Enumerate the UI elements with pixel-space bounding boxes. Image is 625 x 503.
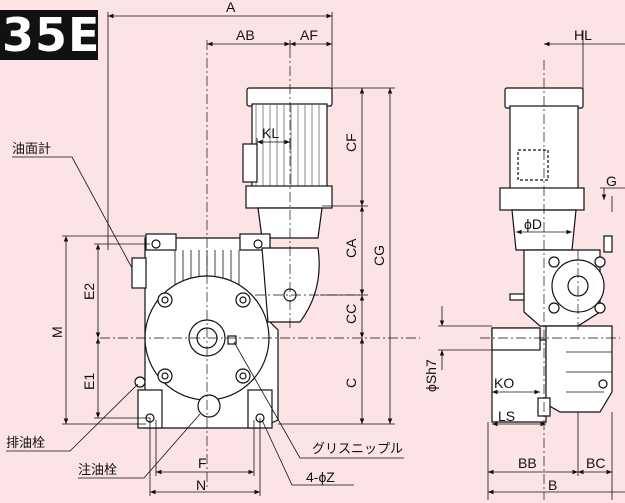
side-shaft: [491, 327, 541, 351]
side-grease-top: [603, 235, 613, 253]
dimension-labels: A AB AF KL HL G ϕD KO LS BB BC B F N 4-ϕ…: [6, 0, 617, 493]
dim-AB: AB: [236, 27, 255, 43]
side-housing-right: [545, 325, 613, 413]
dim-G: G: [606, 173, 617, 189]
callout-grease-nipple: グリスニップル: [312, 441, 403, 456]
mount-hole-tr: [253, 239, 263, 249]
motor-flange: [245, 185, 333, 209]
dim-S: ϕSh7: [423, 359, 439, 392]
motor-cap: [246, 87, 333, 107]
dim-E1: E1: [81, 373, 97, 390]
dim-N: N: [196, 477, 206, 493]
dim-KO: KO: [494, 375, 514, 391]
side-motor-flange: [499, 187, 585, 211]
dim-Z: 4-ϕZ: [306, 469, 335, 485]
terminal-box: [242, 143, 258, 183]
dim-LS: LS: [498, 408, 515, 424]
dim-CA: CA: [343, 238, 359, 258]
dim-AF: AF: [300, 27, 318, 43]
mount-hole-tl: [151, 239, 161, 249]
callout-drain-plug: 排油栓: [6, 435, 45, 450]
centerlines-side: [480, 60, 620, 500]
side-plug-left: [509, 293, 525, 301]
dim-D: ϕD: [524, 216, 542, 232]
dim-C: C: [343, 378, 359, 388]
dim-BB: BB: [518, 455, 537, 471]
leader-lines: [6, 156, 404, 486]
worm-casing: [261, 247, 320, 323]
dim-CC: CC: [343, 304, 359, 324]
dim-E2: E2: [81, 283, 97, 300]
dimension-lines-side: [438, 30, 625, 500]
grease-nipple: [227, 335, 237, 345]
dim-B: B: [548, 477, 557, 493]
dim-CG: CG: [371, 245, 387, 266]
dim-HL: HL: [574, 27, 592, 43]
centerlines-front: [100, 40, 420, 490]
callout-fill-plug: 注油栓: [78, 462, 117, 477]
cover-bolts: [157, 292, 251, 384]
side-view: [491, 87, 613, 423]
dim-BC: BC: [586, 455, 605, 471]
dim-F: F: [198, 455, 207, 471]
model-badge-text: 35E: [2, 8, 101, 62]
callout-oil-gauge: 油面計: [12, 141, 51, 156]
front-view: [131, 87, 333, 429]
dim-A: A: [226, 0, 236, 15]
side-terminal: [517, 149, 549, 181]
oil-gauge: [131, 257, 147, 289]
dim-CF: CF: [343, 133, 359, 152]
fill-plug: [197, 394, 221, 418]
flange-tl: [145, 233, 177, 251]
dim-KL: KL: [262, 125, 279, 141]
dim-M: M: [49, 326, 65, 338]
dimension-lines-front: [62, 12, 395, 496]
model-badge: 35E: [0, 8, 101, 62]
